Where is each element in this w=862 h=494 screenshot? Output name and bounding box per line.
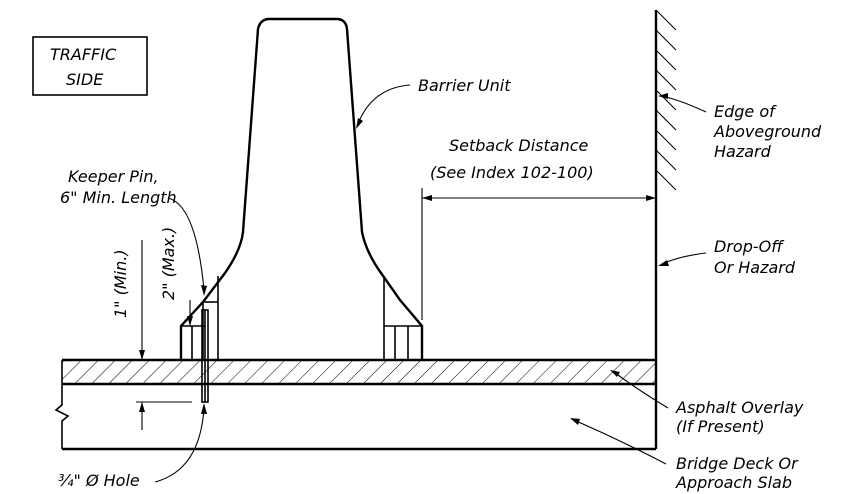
asphalt-overlay — [62, 360, 656, 384]
keeper-pin-label-1: Keeper Pin, — [68, 167, 159, 186]
hazard-hatching — [655, 9, 677, 191]
min-dimension-label: 1" (Min.) — [111, 249, 130, 318]
traffic-side-box — [32, 36, 148, 96]
barrier-unit-label: Barrier Unit — [418, 76, 511, 95]
barrier-unit — [179, 17, 424, 360]
edge-label-1: Edge of — [714, 102, 777, 121]
traffic-side-label-2: SIDE — [66, 70, 104, 89]
max-dimension-label: 2" (Max.) — [159, 227, 178, 300]
asphalt-label-1: Asphalt Overlay — [675, 398, 804, 417]
edge-label-3: Hazard — [714, 142, 772, 161]
deck-label-1: Bridge Deck Or — [676, 454, 799, 473]
setback-label-2: (See Index 102-100) — [430, 163, 594, 182]
deck-label-2: Approach Slab — [675, 473, 792, 492]
drop-off-label-1: Drop-Off — [714, 237, 785, 256]
drop-off-label-2: Or Hazard — [714, 258, 796, 277]
break-line — [54, 360, 70, 449]
traffic-side-label-1: TRAFFIC — [50, 45, 117, 64]
hole-label: ¾" Ø Hole — [58, 471, 140, 490]
asphalt-label-2: (If Present) — [676, 417, 765, 436]
keeper-pin-label-2: 6" Min. Length — [60, 188, 177, 207]
edge-label-2: Aboveground — [713, 122, 822, 141]
setback-label-1: Setback Distance — [449, 136, 589, 155]
